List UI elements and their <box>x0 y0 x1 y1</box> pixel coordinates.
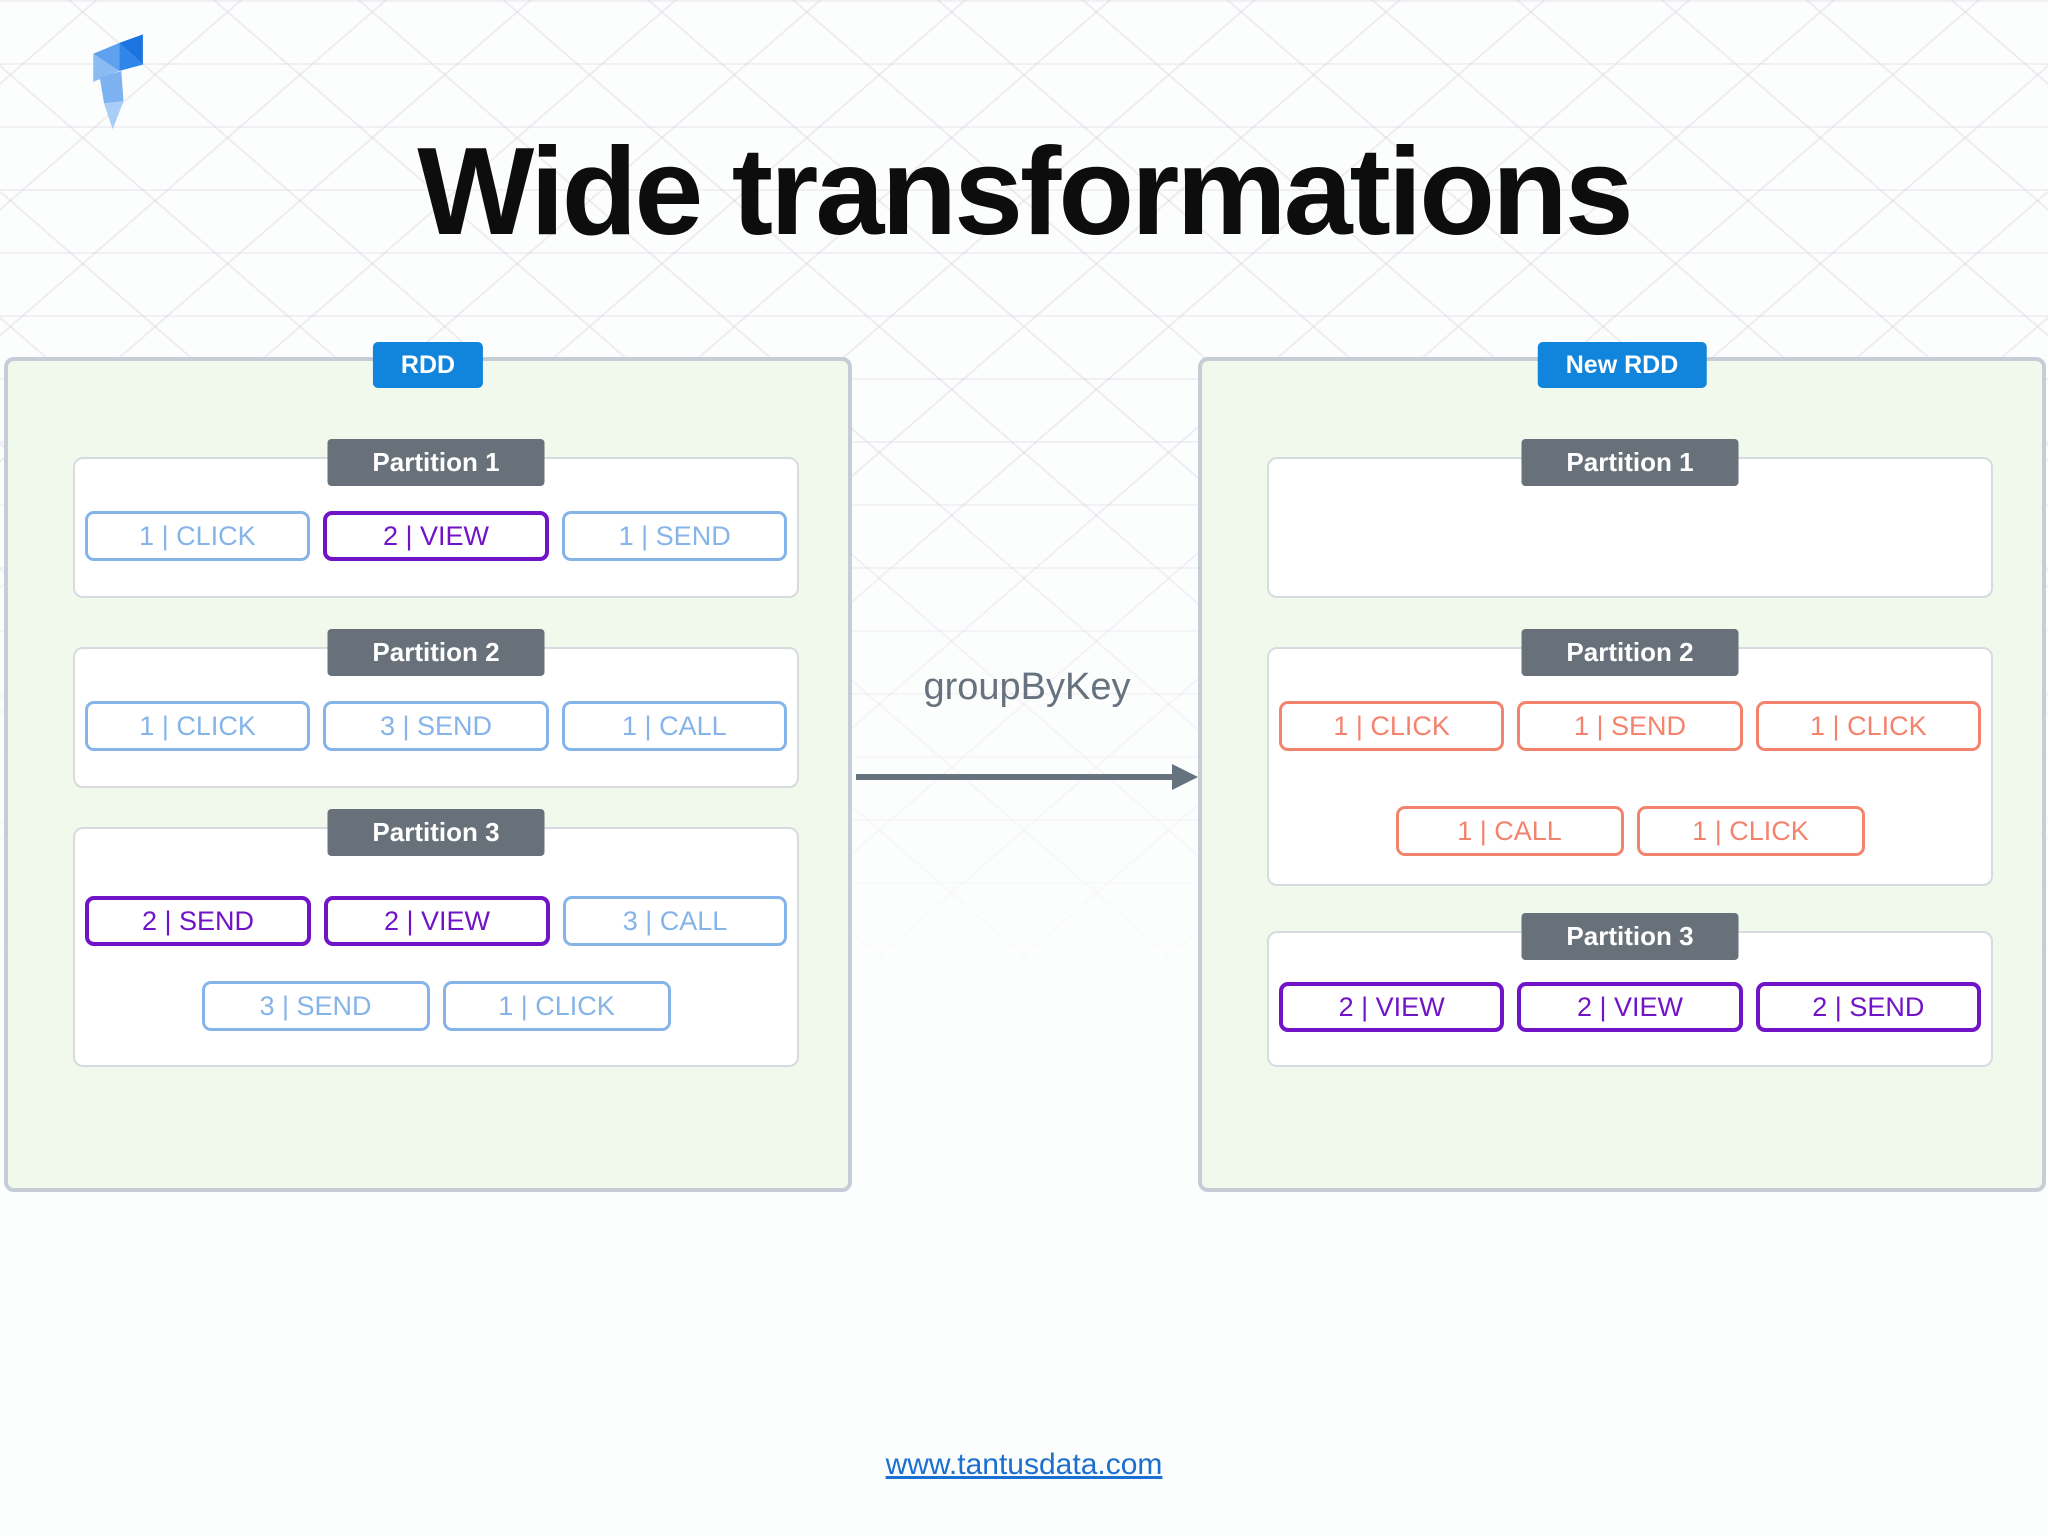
chip-row: 1 | CLICK 2 | VIEW 1 | SEND <box>75 511 797 561</box>
new-rdd-partition-2: Partition 2 1 | CLICK 1 | SEND 1 | CLICK… <box>1267 629 1993 886</box>
transform-label: groupByKey <box>923 666 1131 708</box>
record-chip: 3 | CALL <box>563 896 787 946</box>
record-chip: 1 | CLICK <box>1755 701 1981 751</box>
record-chip: 1 | SEND <box>562 511 788 561</box>
record-chip: 1 | CLICK <box>85 511 310 561</box>
partition-header: Partition 2 <box>327 629 545 676</box>
record-chip: 1 | CLICK <box>442 981 671 1031</box>
new-rdd-panel: New RDD Partition 1 Partition 2 1 | CLIC… <box>1198 342 2046 1192</box>
chip-row: 2 | SEND 2 | VIEW 3 | CALL <box>75 896 797 946</box>
record-chip: 1 | CLICK <box>1636 806 1865 856</box>
arrow-line <box>856 774 1174 780</box>
page-title: Wide transformations <box>417 123 1633 261</box>
arrow-head-icon <box>1172 764 1198 790</box>
partition-header: Partition 2 <box>1521 629 1739 676</box>
footer: www.tantusdata.com <box>0 1448 2048 1482</box>
record-chip: 2 | VIEW <box>324 896 550 946</box>
record-chip: 1 | CLICK <box>1279 701 1505 751</box>
record-chip: 2 | VIEW <box>1279 982 1505 1032</box>
partition-header: Partition 1 <box>1521 439 1739 486</box>
partition-header: Partition 3 <box>327 809 545 856</box>
rdd-panel: RDD Partition 1 1 | CLICK 2 | VIEW 1 | S… <box>4 342 852 1192</box>
record-chip: 2 | SEND <box>85 896 311 946</box>
chip-row: 2 | VIEW 2 | VIEW 2 | SEND <box>1269 982 1991 1032</box>
rdd-partition-3: Partition 3 2 | SEND 2 | VIEW 3 | CALL 3… <box>73 809 799 1067</box>
record-chip: 1 | CLICK <box>85 701 311 751</box>
record-chip: 1 | SEND <box>1517 701 1743 751</box>
tantusdata-logo-icon <box>93 34 143 130</box>
chip-row: 1 | CLICK 3 | SEND 1 | CALL <box>75 701 797 751</box>
record-chip: 3 | SEND <box>323 701 549 751</box>
record-chip: 1 | CALL <box>1395 806 1624 856</box>
rdd-badge: RDD <box>372 342 484 388</box>
record-chip: 2 | VIEW <box>322 511 550 561</box>
new-rdd-partition-3: Partition 3 2 | VIEW 2 | VIEW 2 | SEND <box>1267 913 1993 1067</box>
chip-row: 1 | CALL 1 | CLICK <box>1269 806 1991 856</box>
chip-row: 1 | CLICK 1 | SEND 1 | CLICK <box>1269 701 1991 751</box>
chip-row: 3 | SEND 1 | CLICK <box>75 981 797 1031</box>
new-rdd-badge: New RDD <box>1537 342 1707 388</box>
partition-header: Partition 3 <box>1521 913 1739 960</box>
transform-annotation: groupByKey <box>856 650 1198 810</box>
record-chip: 2 | SEND <box>1755 982 1981 1032</box>
rdd-partition-1: Partition 1 1 | CLICK 2 | VIEW 1 | SEND <box>73 439 799 598</box>
record-chip: 3 | SEND <box>201 981 430 1031</box>
rdd-partition-2: Partition 2 1 | CLICK 3 | SEND 1 | CALL <box>73 629 799 788</box>
record-chip: 2 | VIEW <box>1517 982 1743 1032</box>
record-chip: 1 | CALL <box>561 701 787 751</box>
partition-header: Partition 1 <box>327 439 545 486</box>
website-link[interactable]: www.tantusdata.com <box>885 1448 1163 1481</box>
new-rdd-partition-1: Partition 1 <box>1267 439 1993 598</box>
